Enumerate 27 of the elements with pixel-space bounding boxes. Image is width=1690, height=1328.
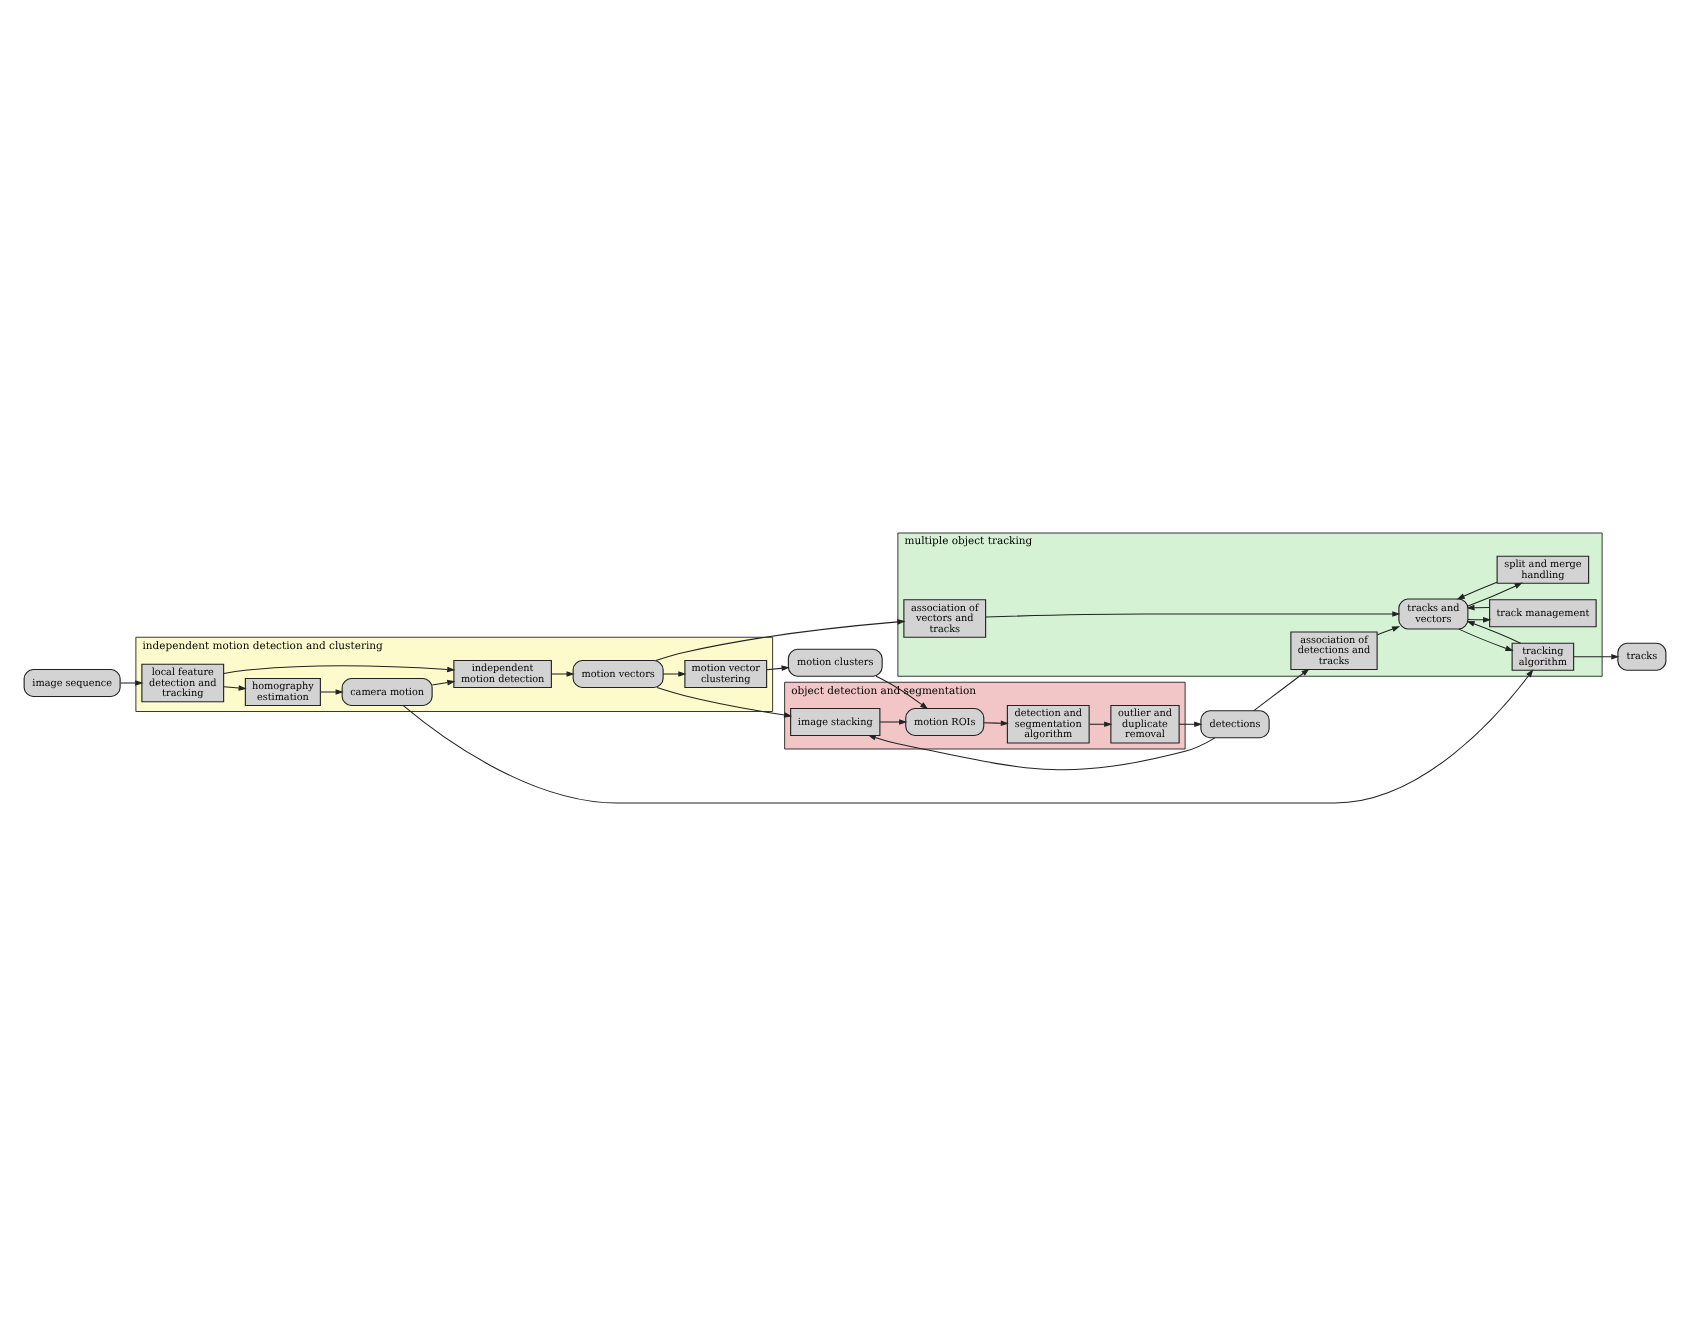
arrow [1376,625,1401,635]
arrow [662,670,687,676]
arrow [1253,667,1310,711]
arrow [1573,652,1620,659]
arrow [867,733,1216,770]
arrow [1467,581,1523,606]
arrow [983,719,1009,726]
arrow [550,670,575,676]
arrow [1466,620,1522,643]
arrow [1178,720,1203,727]
arrow [1466,603,1491,610]
arrow [655,618,906,660]
arrow [319,688,344,694]
arrow [875,674,929,709]
arrow [656,686,793,717]
arrow [223,684,247,690]
arrow [1458,627,1514,650]
arrow [766,664,790,671]
arrow [1456,580,1498,599]
arrow [223,664,456,673]
arrow [1088,720,1113,727]
arrow [119,679,144,685]
arrow [1467,616,1492,622]
arrow [985,610,1401,617]
arrow [879,718,908,724]
arrow [431,678,456,685]
arrow [402,668,1534,803]
